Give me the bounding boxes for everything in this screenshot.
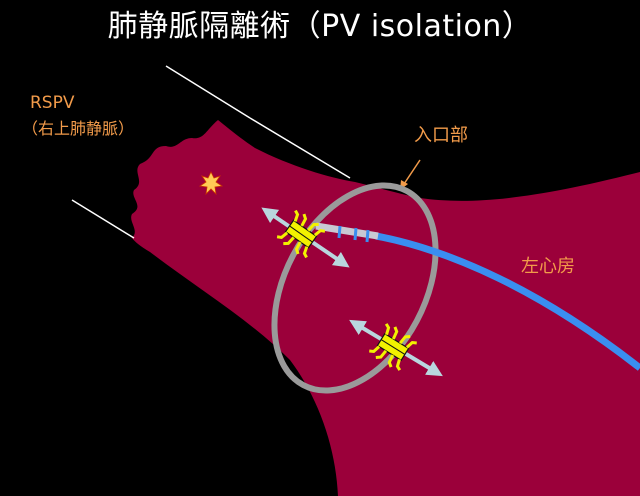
page-title: 肺静脈隔離術（PV isolation） <box>107 9 533 44</box>
label-left-atrium: 左心房 <box>521 256 575 277</box>
tissue-shape <box>131 120 640 496</box>
vein-upper-wall-line <box>165 65 251 119</box>
label-rspv: RSPV <box>30 93 75 113</box>
ostium-pointer <box>403 159 421 185</box>
catheter-electrode-3 <box>365 229 370 243</box>
spark-icon <box>198 171 224 196</box>
label-ostium: 入口部 <box>414 125 468 146</box>
signal-icon <box>276 209 326 259</box>
signal-icon <box>369 323 417 371</box>
vein-upper-wall-continuation <box>249 117 351 179</box>
ablation-catheter <box>375 232 640 371</box>
label-rspv-japanese: （右上肺静脈） <box>22 119 135 138</box>
catheter-electrode-1 <box>337 225 342 239</box>
vein-lower-wall-line <box>71 199 135 239</box>
catheter-electrode-2 <box>353 227 358 241</box>
